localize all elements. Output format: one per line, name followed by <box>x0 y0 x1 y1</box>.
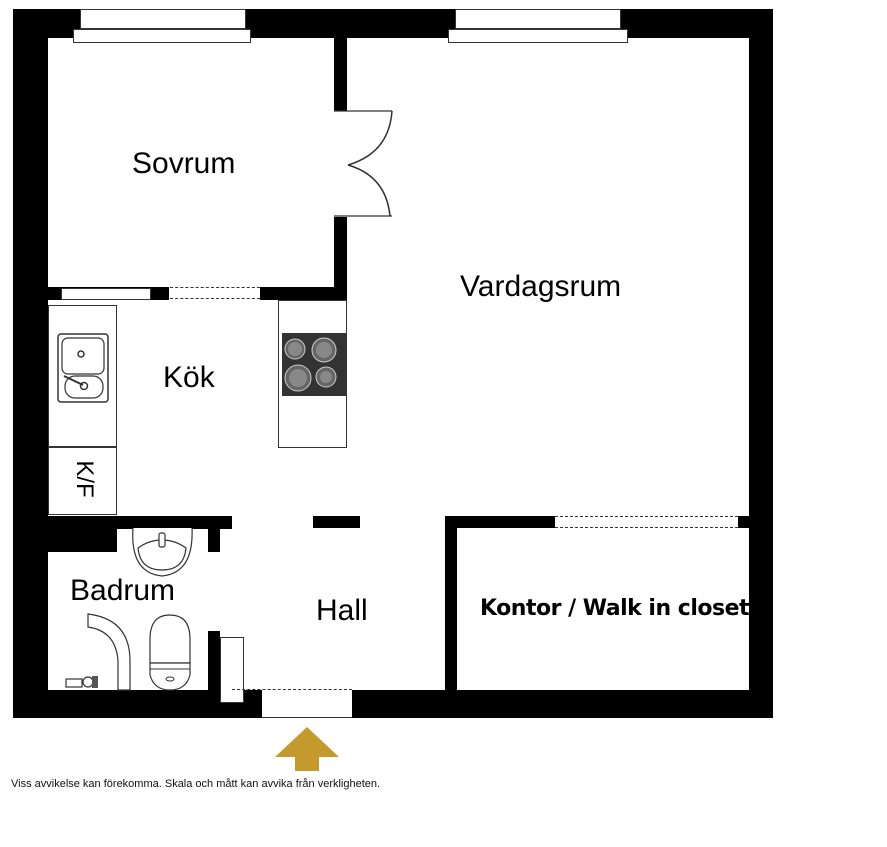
disclaimer-text: Viss avvikelse kan förekomma. Skala och … <box>11 778 381 790</box>
sovrum-wall-right-upper <box>334 38 347 111</box>
hall-closet <box>220 637 244 703</box>
fridge-freezer-label: K/F <box>71 460 98 498</box>
window-icon <box>80 9 246 29</box>
kontor-wall-top <box>445 516 555 528</box>
room-label-hall: Hall <box>316 594 368 627</box>
window-icon <box>455 9 621 29</box>
window-icon <box>61 288 151 300</box>
kontor-wall-left <box>445 516 457 690</box>
room-label-kontor: Kontor / Walk in closet <box>480 596 750 621</box>
kontor-opening <box>555 516 738 517</box>
fridge-freezer <box>48 447 117 515</box>
outer-wall-bottom-right <box>352 690 773 718</box>
washbasin-icon <box>132 528 193 577</box>
hall-wall-stub <box>313 516 360 528</box>
tap-icon <box>65 676 98 688</box>
kontor-wall-top-right <box>738 516 749 528</box>
room-label-vardagsrum: Vardagsrum <box>460 270 622 303</box>
outer-wall-left <box>13 9 48 718</box>
shower-icon <box>87 613 131 691</box>
outer-wall-right <box>749 9 773 718</box>
bath-wall-top-left <box>48 516 117 552</box>
entrance-opening <box>232 689 352 690</box>
room-label-badrum: Badrum <box>70 574 176 607</box>
kontor-opening <box>555 527 738 528</box>
bath-wall-right <box>208 631 220 718</box>
sovrum-wall-bottom-right <box>260 287 347 300</box>
room-label-sovrum: Sovrum <box>132 147 236 180</box>
entrance-door[interactable] <box>262 690 352 718</box>
entrance-arrow-icon <box>275 727 339 771</box>
room-label-kok: Kök <box>163 361 215 394</box>
stove-icon <box>282 333 346 396</box>
bath-wall-stub <box>208 516 220 552</box>
double-door-icon <box>334 110 393 217</box>
toilet-icon <box>149 614 191 691</box>
window-sill <box>448 29 628 43</box>
window-sill <box>73 29 251 43</box>
sovrum-wall-right-lower <box>334 217 347 300</box>
sink-icon <box>57 333 109 403</box>
opening-dashed <box>170 287 260 288</box>
opening-dashed <box>170 298 260 299</box>
